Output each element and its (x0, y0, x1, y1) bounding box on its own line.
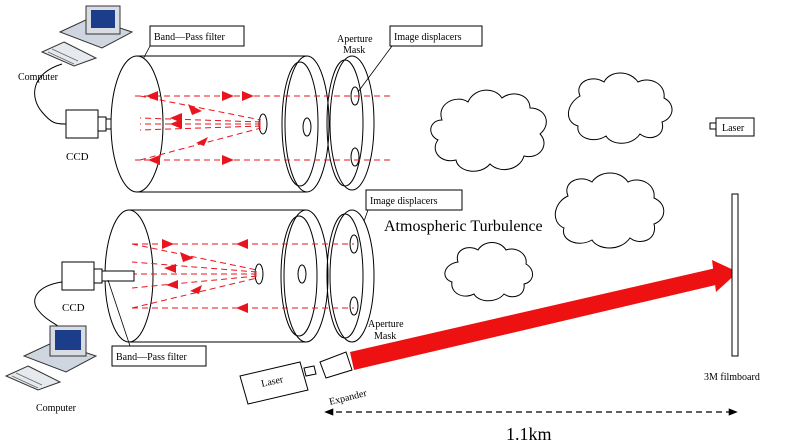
film-board (731, 193, 739, 357)
filter-bottom-pointer (107, 279, 131, 347)
computer-bottom-label: Computer (36, 403, 77, 414)
ccd-bottom-label: CCD (62, 302, 85, 314)
atmospheric-turbulence-label: Atmospheric Turbulence (384, 218, 543, 235)
ccd-bottom-camera (61, 261, 135, 291)
filter-top-label: Band—Pass filter (154, 32, 225, 43)
laser-beam (350, 268, 720, 370)
laser-beam-arrowhead (712, 260, 738, 292)
aperture-mask-bottom-label-2: Mask (374, 331, 396, 342)
cloud-1 (430, 89, 547, 172)
distance-label: 1.1km (506, 424, 552, 444)
filter-bottom-label: Band—Pass filter (116, 352, 187, 363)
laser-right-device (709, 117, 755, 137)
laser-bottom-label: Laser (260, 374, 285, 390)
laser-bottom-device (239, 351, 353, 405)
aperture-mask-top-label-1: Aperture (337, 34, 373, 45)
film-board-label: 3M filmboard (704, 372, 760, 383)
image-displacers-top-label: Image displacers (394, 32, 462, 43)
computer-top-icon (40, 5, 134, 67)
ray-arrows-bottom (162, 239, 248, 313)
computer-top-cable (34, 63, 67, 125)
aperture-mask-top-label-2: Mask (343, 45, 365, 56)
ccd-top-label: CCD (66, 151, 89, 163)
image-displacers-bottom-box (365, 189, 463, 211)
telescope-bottom (104, 209, 329, 343)
filter-top-box (149, 25, 245, 47)
aperture-mask-bottom (326, 209, 375, 343)
filter-bottom-box (111, 345, 207, 367)
aperture-mask-bottom-label-1: Aperture (368, 319, 404, 330)
aperture-mask-top (326, 55, 375, 191)
telescope-top (110, 55, 330, 193)
laser-right-label: Laser (722, 123, 745, 134)
expander-label: Expander (328, 388, 368, 408)
image-displacers-top-pointer (357, 45, 393, 93)
computer-bottom-icon (4, 325, 98, 391)
cloud-2 (568, 72, 673, 144)
image-displacers-top-box (389, 25, 483, 47)
computer-bottom-cable (34, 281, 63, 327)
image-displacers-bottom-label: Image displacers (370, 196, 438, 207)
ray-arrows-top (146, 91, 254, 165)
cloud-3 (554, 172, 665, 249)
cloud-4 (444, 242, 533, 302)
computer-top-label: Computer (18, 72, 59, 83)
